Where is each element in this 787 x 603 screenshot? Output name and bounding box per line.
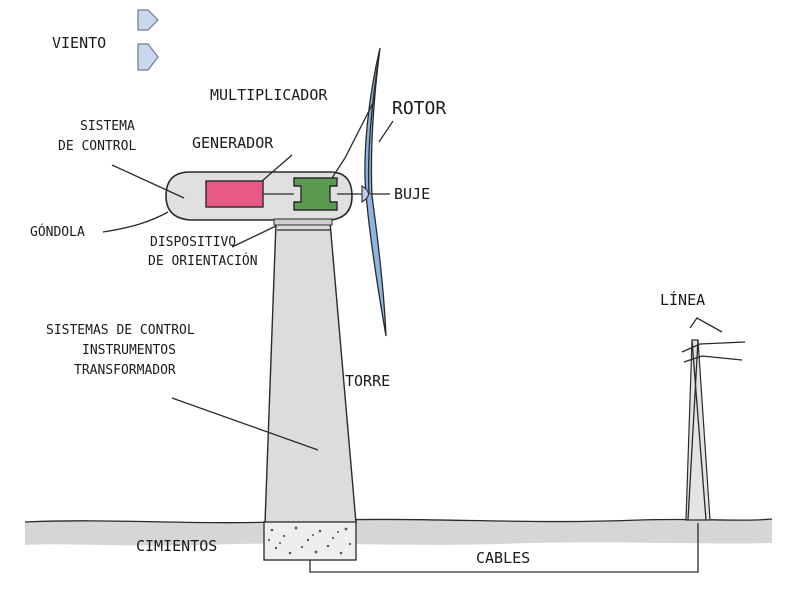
gearbox [293, 177, 338, 211]
ground [25, 519, 772, 546]
label-tower: TORRE [345, 372, 390, 390]
label-yaw-line2: DE ORIENTACIÓN [148, 253, 258, 269]
wind-arrow-top [137, 9, 159, 31]
leader-base [171, 397, 319, 451]
leader-lines [102, 102, 394, 451]
label-foundation: CIMIENTOS [136, 537, 217, 555]
label-hub: BUJE [394, 185, 430, 203]
label-cables: CABLES [476, 549, 530, 567]
leader-gearbox [331, 102, 374, 179]
label-base-line2: INSTRUMENTOS [82, 343, 176, 358]
label-gearbox: MULTIPLICADOR [210, 86, 328, 104]
rotor-blade [364, 47, 387, 337]
hub [361, 185, 370, 203]
foundation [263, 521, 357, 561]
label-yaw-line1: DISPOSITIVO [150, 235, 236, 250]
leader-generator [261, 154, 293, 182]
wind-arrows [137, 9, 159, 71]
label-line: LÍNEA [660, 290, 705, 309]
leader-control [111, 164, 185, 199]
label-base-line3: TRANSFORMADOR [74, 363, 176, 378]
power-line-pole [681, 317, 746, 521]
label-generator: GENERADOR [192, 134, 274, 152]
wind-arrow-bottom [137, 43, 159, 71]
leader-rotor [378, 120, 394, 143]
label-base-line1: SISTEMAS DE CONTROL [46, 323, 195, 338]
tower [264, 221, 357, 524]
label-control-line2: DE CONTROL [58, 139, 136, 154]
label-control-line1: SISTEMA [80, 119, 135, 134]
leader-yaw [231, 225, 277, 248]
leader-nacelle [102, 211, 169, 233]
underground-cable [309, 523, 699, 573]
label-rotor: ROTOR [392, 98, 446, 119]
label-wind: VIENTO [52, 34, 106, 52]
generator [205, 180, 264, 208]
yaw-bearing [273, 218, 333, 226]
label-nacelle: GÓNDOLA [30, 224, 85, 240]
